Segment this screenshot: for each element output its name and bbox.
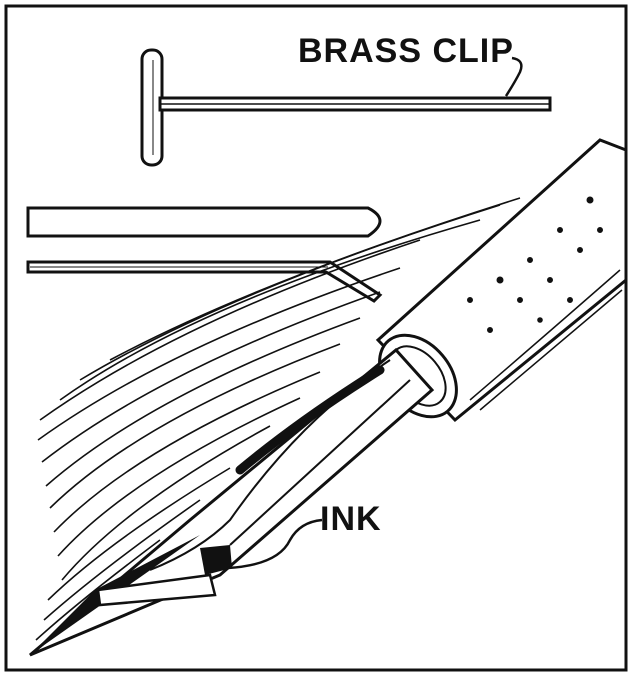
ink-label: INK bbox=[320, 500, 382, 539]
clip-blank-icon bbox=[28, 208, 380, 236]
brass-clip-label: BRASS CLIP bbox=[298, 32, 514, 71]
